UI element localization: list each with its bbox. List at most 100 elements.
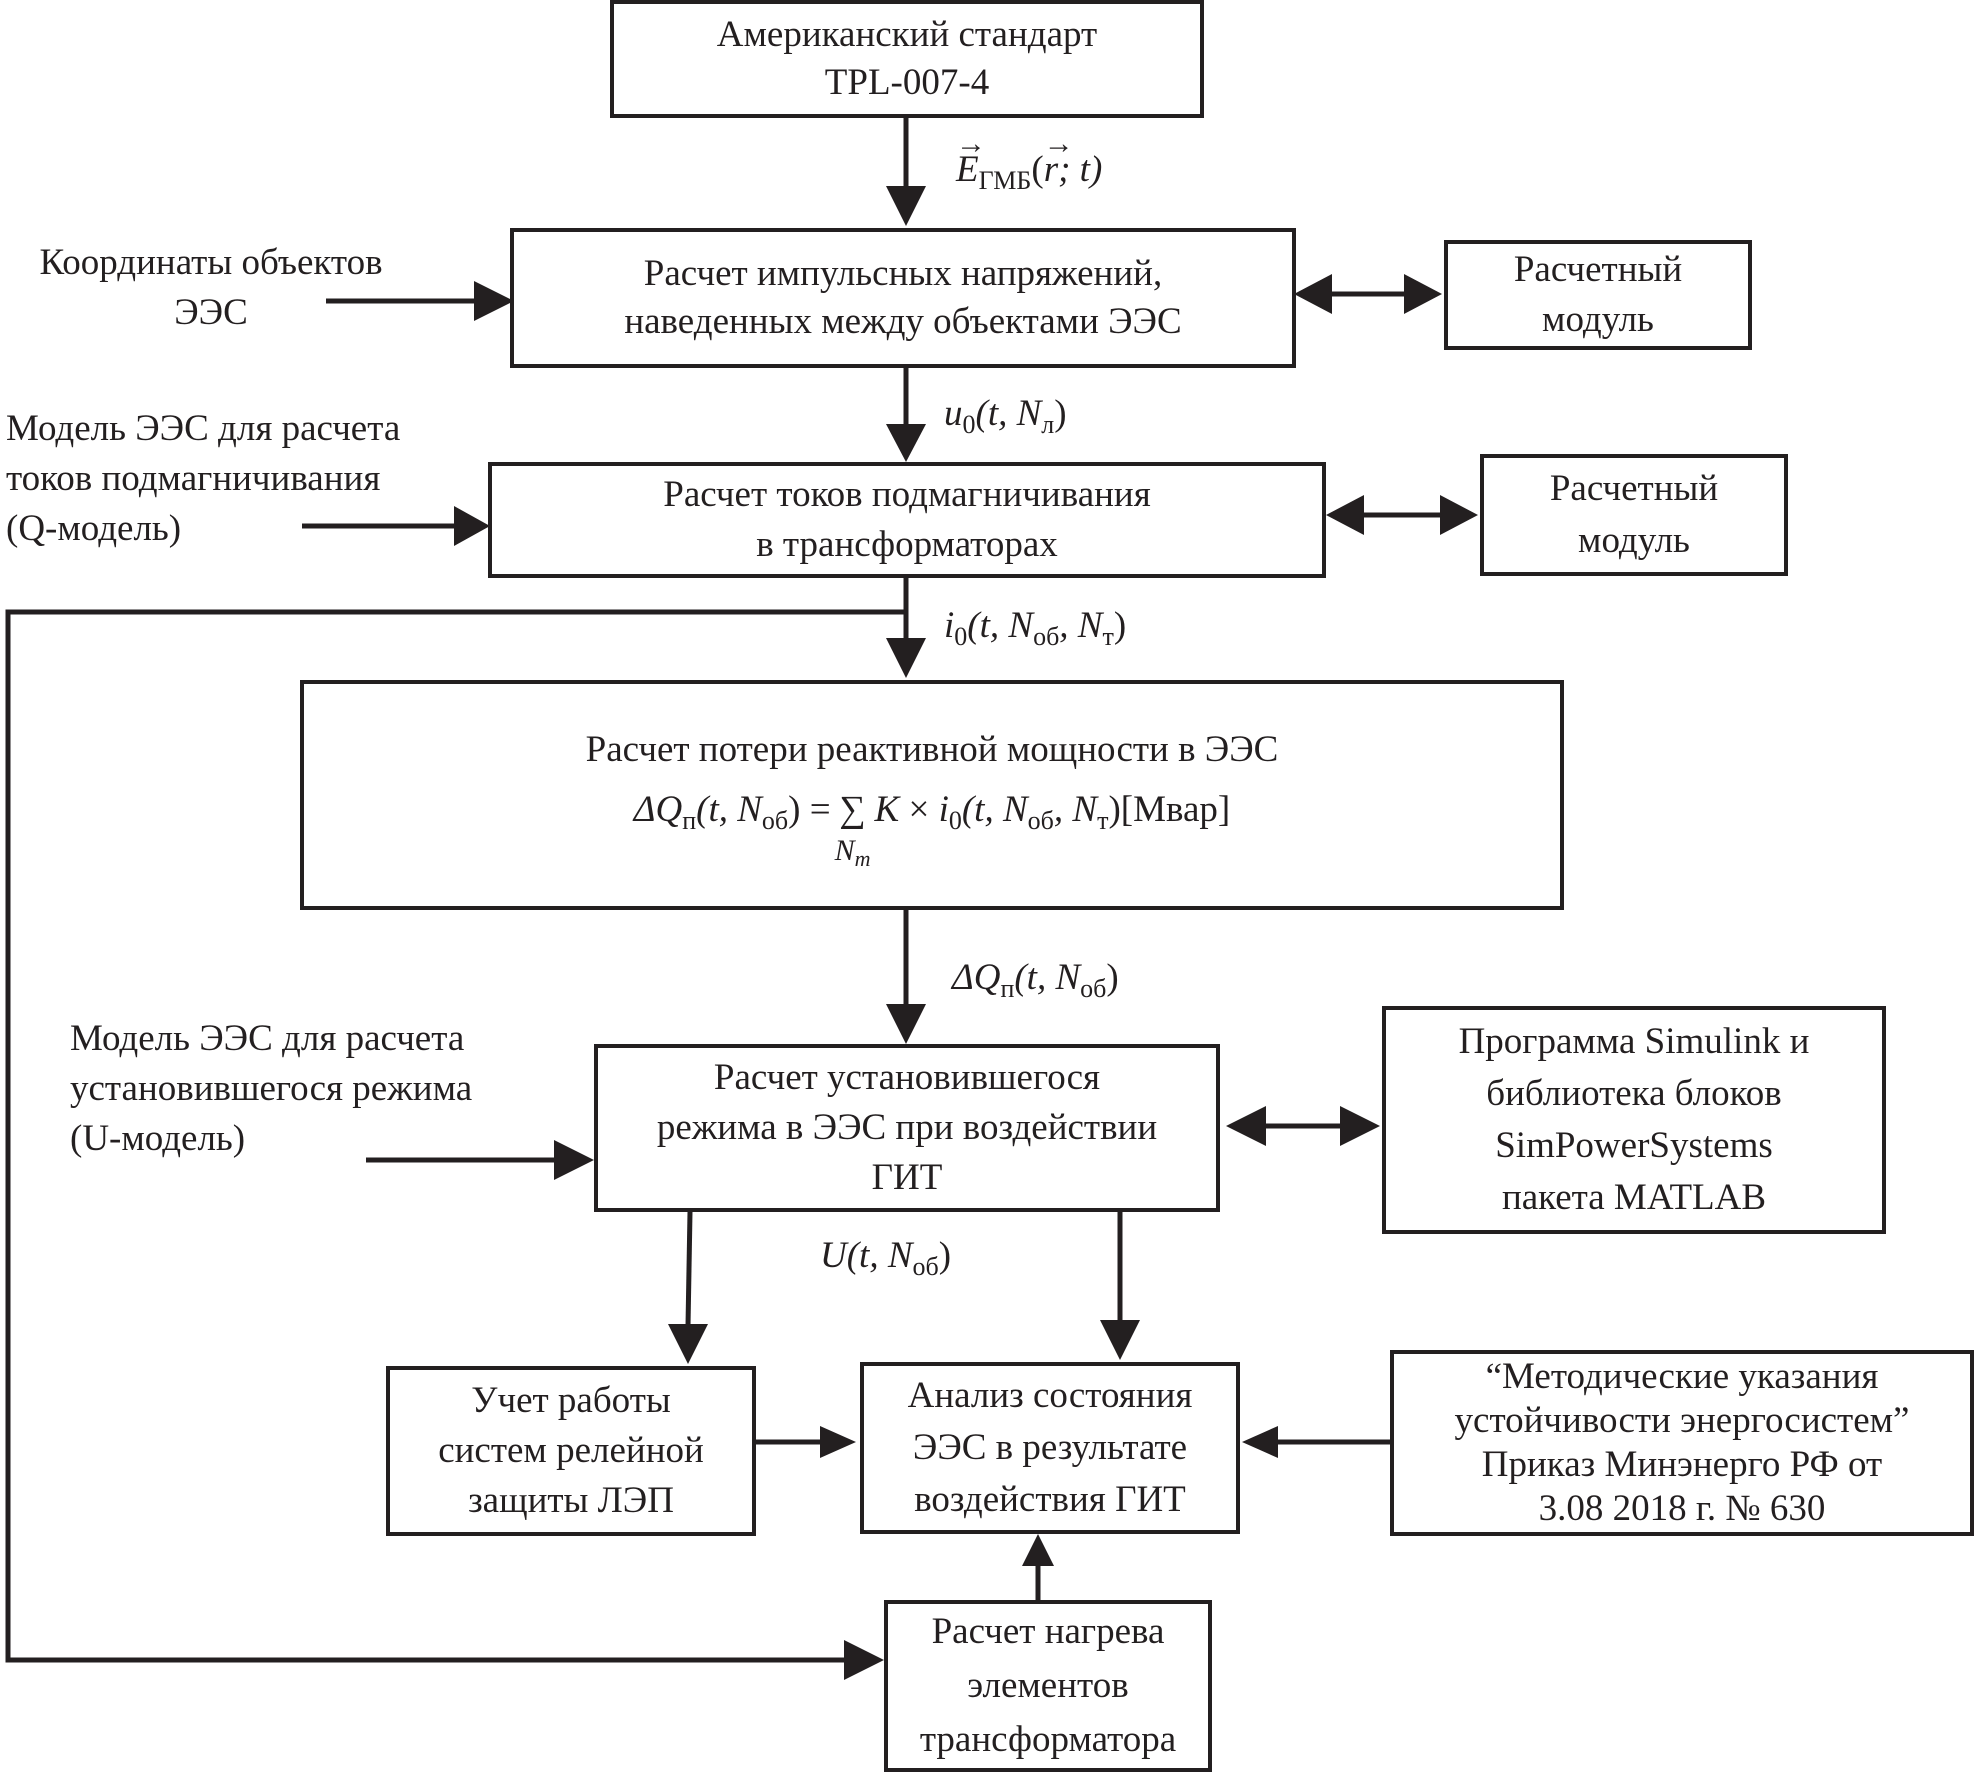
heating-line-1: Расчет нагрева [931, 1611, 1165, 1652]
simulink-line-2: библиотека блоков [1486, 1073, 1782, 1114]
current-calc-line-2: в трансформаторах [756, 524, 1058, 565]
arrowhead [1294, 274, 1332, 314]
input-coordinates: Координаты объектов ЭЭС [6, 238, 416, 338]
steady-state-line-1: Расчет установившегося [713, 1057, 1101, 1098]
formula-i: i [938, 789, 949, 830]
sum-subscript: Nт [834, 834, 871, 871]
relay-line-2: систем релейной [438, 1430, 704, 1471]
analysis-line-1: Анализ состояния [907, 1375, 1193, 1416]
simulink-line-4: пакета MATLAB [1501, 1177, 1767, 1218]
arrowhead [1340, 1106, 1380, 1146]
guidelines-line-3: Приказ Минэнерго РФ от [1481, 1444, 1883, 1485]
arrowhead [886, 638, 926, 678]
arrowhead [554, 1140, 594, 1180]
input-u-model: Модель ЭЭС для расчета установившегося р… [70, 1014, 472, 1164]
relay-line-1: Учет работы [471, 1380, 671, 1421]
relay-box: Учет работы систем релейной защиты ЛЭП [386, 1366, 756, 1536]
steady-state-box: Расчет установившегося режима в ЭЭС при … [594, 1044, 1220, 1212]
calc-module-2-line-1: Расчетный [1549, 468, 1719, 509]
voltage-calc-box: Расчет импульсных напряжений, наведенных… [510, 228, 1296, 368]
calc-module-1-box: Расчетный модуль [1444, 240, 1752, 350]
arrow-steady-to-relay [685, 1211, 693, 1327]
calc-module-2-box: Расчетный модуль [1480, 454, 1788, 576]
reactive-power-title: Расчет потери реактивной мощности в ЭЭС [585, 729, 1279, 770]
heating-line-3: трансформатора [919, 1719, 1177, 1760]
arrowhead [1022, 1534, 1054, 1566]
sum-operator: ∑ Nт [834, 784, 871, 871]
heating-box: Расчет нагрева элементов трансформатора [884, 1600, 1212, 1772]
guidelines-line-2: устойчивости энергосистем” [1454, 1400, 1910, 1441]
current-calc-line-1: Расчет токов подмагничивания [663, 474, 1151, 515]
input-q-model: Модель ЭЭС для расчета токов подмагничив… [6, 404, 400, 554]
arrowhead [844, 1640, 884, 1680]
label-e-field: EГМБ(r; t) [956, 122, 1102, 195]
arrowhead [1440, 495, 1478, 535]
input-u-model-line-1: Модель ЭЭС для расчета [70, 1018, 465, 1059]
steady-state-line-3: ГИТ [871, 1157, 943, 1198]
label-e-field-main: E [956, 122, 979, 192]
guidelines-line-1: “Методические указания [1485, 1356, 1879, 1397]
analysis-box: Анализ состояния ЭЭС в результате воздей… [860, 1362, 1240, 1534]
arrowhead [886, 424, 926, 462]
input-q-model-line-2: токов подмагничивания [6, 458, 381, 499]
formula-rhs-mid: , N [1053, 789, 1098, 830]
sum-symbol: ∑ [839, 789, 866, 830]
arrowhead [1100, 1320, 1140, 1360]
formula-times: × [899, 789, 939, 830]
voltage-calc-line-1: Расчет импульсных напряжений, [643, 253, 1163, 294]
input-u-model-line-3: (U-модель) [70, 1118, 246, 1159]
calc-module-1-line-1: Расчетный [1513, 249, 1683, 290]
simulink-box: Программа Simulink и библиотека блоков S… [1382, 1006, 1886, 1234]
arrowhead [474, 281, 514, 321]
guidelines-box: “Методические указания устойчивости энер… [1390, 1350, 1974, 1536]
label-dq: ΔQп(t, Nоб) [952, 957, 1119, 1003]
arrowhead [1404, 274, 1442, 314]
relay-line-3: защиты ЛЭП [468, 1480, 674, 1521]
formula-rhs-sub2: т [1097, 806, 1109, 835]
standard-line-2: TPL-007-4 [824, 62, 990, 103]
label-e-field-sub: ГМБ [978, 166, 1032, 195]
input-q-model-line-3: (Q-модель) [6, 508, 182, 549]
input-coordinates-line-1: Координаты объектов [39, 242, 383, 283]
calc-module-1-line-2: модуль [1542, 299, 1654, 340]
formula-lhs-sub: п [682, 806, 697, 835]
voltage-calc-line-2: наведенных между объектами ЭЭС [624, 301, 1182, 342]
formula-rhs-sub1: об [1027, 806, 1054, 835]
reactive-power-formula: ΔQп(t, Nоб) = ∑ Nт K × i0(t, Nоб, Nт)[Мв… [633, 784, 1231, 871]
standard-line-1: Американский стандарт [716, 14, 1098, 55]
label-u0: u0(t, Nл) [944, 393, 1067, 439]
arrowhead [820, 1426, 856, 1458]
formula-eq: ) = [788, 789, 831, 830]
input-coordinates-line-2: ЭЭС [174, 292, 248, 333]
simulink-line-1: Программа Simulink и [1458, 1021, 1810, 1062]
label-u: U(t, Nоб) [820, 1235, 952, 1281]
simulink-line-3: SimPowerSystems [1495, 1125, 1773, 1166]
label-i0: i0(t, Nоб, Nт) [944, 605, 1127, 651]
input-q-model-line-1: Модель ЭЭС для расчета [6, 408, 401, 449]
calc-module-2-line-2: модуль [1578, 520, 1690, 561]
analysis-line-3: воздействия ГИТ [914, 1479, 1186, 1520]
analysis-line-2: ЭЭС в результате [912, 1427, 1188, 1468]
heating-line-2: элементов [967, 1665, 1129, 1706]
standard-box: Американский стандарт TPL-007-4 [610, 0, 1204, 118]
formula-lhs-args: (t, N [696, 789, 762, 830]
steady-state-line-2: режима в ЭЭС при воздействии [656, 1107, 1158, 1148]
arrowhead [1226, 1106, 1266, 1146]
current-calc-box: Расчет токов подмагничивания в трансформ… [488, 462, 1326, 578]
formula-k: K [874, 789, 900, 830]
arrowhead [886, 186, 926, 226]
formula-lhs-args-sub: об [761, 806, 789, 835]
formula-i-sub: 0 [948, 806, 962, 835]
arrowhead [668, 1324, 708, 1364]
input-u-model-line-2: установившегося режима [70, 1068, 473, 1109]
reactive-power-box: Расчет потери реактивной мощности в ЭЭС … [300, 680, 1564, 910]
feedback-line-to-heating [5, 609, 906, 1663]
guidelines-line-4: 3.08 2018 г. № 630 [1538, 1488, 1826, 1529]
arrowhead [1242, 1426, 1278, 1458]
arrowhead [454, 506, 490, 546]
formula-unit: )[Мвар] [1108, 789, 1231, 830]
formula-lhs: ΔQ [633, 789, 683, 830]
arrowhead [1326, 495, 1364, 535]
formula-rhs-args: (t, N [961, 789, 1028, 830]
arrowhead [886, 1004, 926, 1044]
